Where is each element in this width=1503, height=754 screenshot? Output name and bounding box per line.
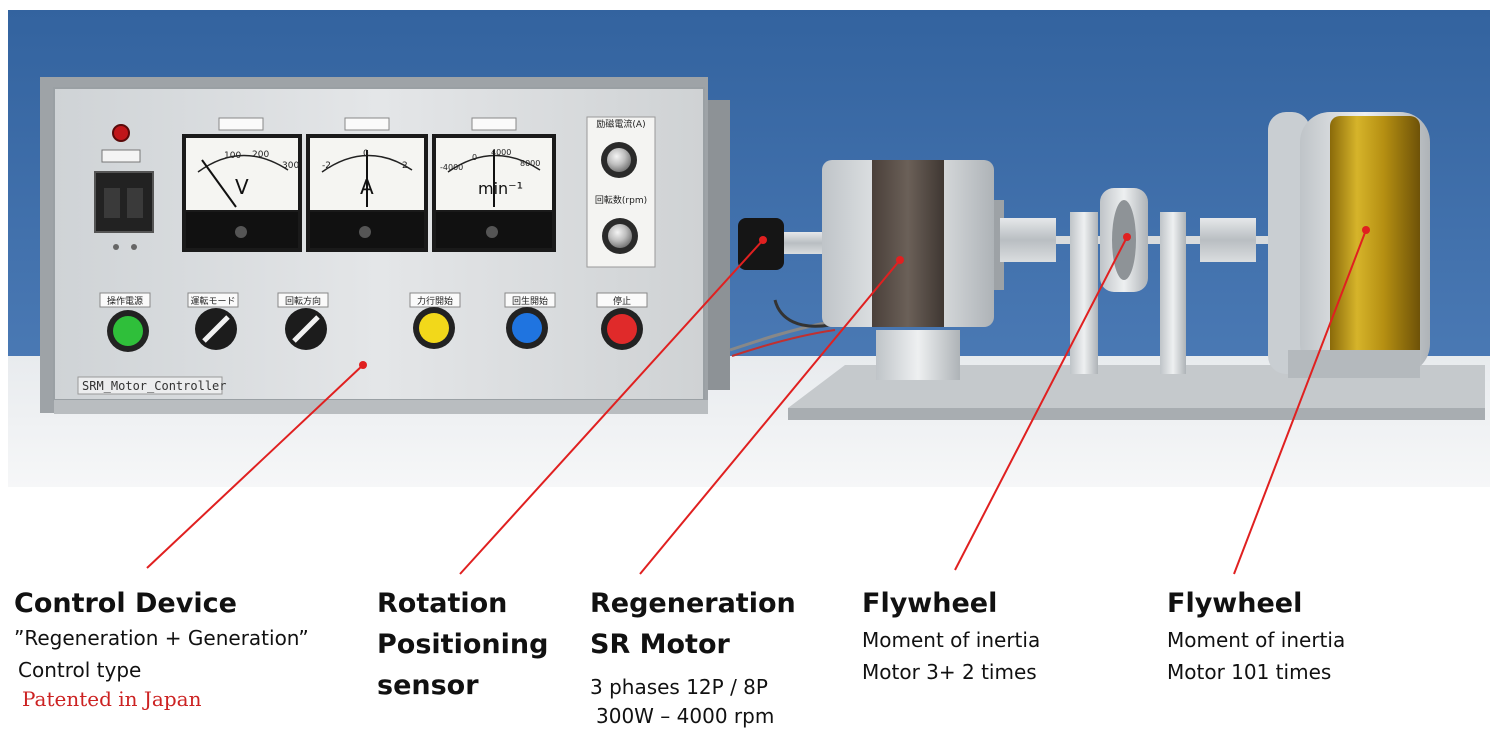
tachometer-scale-label: -4000 [440, 163, 463, 172]
tachometer-scale-label: 0 [472, 153, 477, 162]
sr-motor-label: Regeneration SR Motor 3 phases 12P / 8P … [590, 583, 796, 729]
patent-note: Patented in Japan [22, 687, 202, 711]
sr-motor-spec: 300W – 4000 rpm [596, 704, 775, 728]
callout-large-flywheel [1233, 229, 1367, 575]
sr-motor-title: SR Motor [590, 629, 730, 660]
button-label: 回転方向 [285, 295, 321, 307]
ammeter-scale-label: -2 [322, 161, 331, 171]
main-power-switch [94, 171, 154, 233]
coupling [1000, 218, 1056, 262]
controller-box: 100 200 300 V -2 0 2 A -4000 [40, 77, 730, 414]
sr-motor [822, 160, 1004, 380]
large-flywheel-line: Motor 101 times [1167, 660, 1332, 684]
sr-motor-spec: 3 phases 12P / 8P [590, 675, 768, 699]
voltmeter-scale-label: 200 [252, 150, 269, 160]
button-label: 力行開始 [417, 295, 453, 307]
tachometer-scale-label: 8000 [520, 159, 540, 168]
support-post [1070, 212, 1098, 374]
control-device-title: Control Device [14, 588, 237, 619]
ammeter-scale-label: 2 [402, 161, 408, 171]
rotation-sensor [738, 218, 824, 270]
tachometer: -4000 0 4000 8000 min⁻¹ [432, 117, 556, 252]
shaft [1004, 236, 1314, 244]
large-flywheel-title: Flywheel [1167, 588, 1303, 619]
control-device-line: ”Regeneration + Generation” [14, 626, 309, 650]
coupling [1200, 218, 1256, 262]
sr-motor-title: Regeneration [590, 588, 796, 619]
control-buttons: 操作電源 運転モード 回転方向 力行開始 回生開始 停止 [99, 292, 648, 352]
rotation-sensor-title: sensor [377, 670, 479, 701]
rotation-sensor-title: Positioning [377, 629, 549, 660]
pilot-lamp [112, 124, 130, 142]
voltmeter-unit: V [235, 175, 249, 199]
control-device-line: Control type [18, 658, 142, 682]
voltmeter-scale-label: 300 [282, 161, 299, 171]
large-flywheel [1268, 112, 1430, 378]
ammeter-scale-label: 0 [363, 149, 369, 159]
small-flywheel-line: Motor 3+ 2 times [862, 660, 1037, 684]
tachometer-unit: min⁻¹ [478, 179, 523, 198]
callout-sr-motor [639, 259, 901, 575]
voltmeter: 100 200 300 V [182, 117, 302, 252]
rotation-sensor-label: Rotation Positioning sensor [377, 583, 548, 706]
ammeter-unit: A [360, 175, 374, 199]
callout-control-device [146, 364, 364, 569]
speed-label: 回転数(rpm) [595, 194, 647, 206]
large-flywheel-label: Flywheel Moment of inertia Motor 101 tim… [1167, 583, 1345, 688]
cables [729, 320, 831, 352]
large-flywheel-line: Moment of inertia [1167, 628, 1346, 652]
support-post [1160, 212, 1186, 374]
callout-lines [146, 229, 1367, 575]
button-label: 回生開始 [512, 295, 548, 307]
ammeter: -2 0 2 A [306, 117, 428, 252]
callout-rotation-sensor [459, 239, 764, 575]
voltmeter-scale-label: 100 [224, 151, 241, 161]
button-label: 運転モード [190, 296, 235, 307]
small-flywheel-label: Flywheel Moment of inertia Motor 3+ 2 ti… [862, 583, 1040, 688]
controller-name-plate: SRM_Motor_Controller [82, 379, 227, 393]
small-flywheel-line: Moment of inertia [862, 628, 1041, 652]
rotation-sensor-title: Rotation [377, 588, 508, 619]
callout-small-flywheel [954, 236, 1128, 571]
button-label: 停止 [613, 295, 631, 307]
excitation-current-label: 励磁電流(A) [596, 118, 645, 130]
callout-dots [359, 226, 1370, 369]
control-device-label: Control Device ”Regeneration + Generatio… [14, 583, 309, 712]
button-label: 操作電源 [107, 295, 143, 307]
tachometer-scale-label: 4000 [491, 148, 511, 157]
small-flywheel-title: Flywheel [862, 588, 998, 619]
